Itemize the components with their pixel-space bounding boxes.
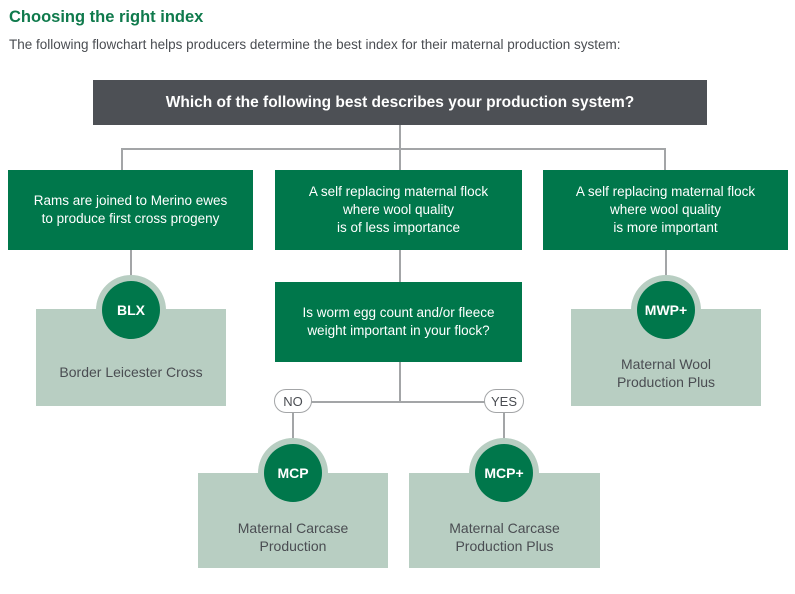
result-code-badge: MCP+	[475, 444, 533, 502]
result-name: Maternal Carcase Production Plus	[449, 520, 560, 554]
page-title: Choosing the right index	[9, 8, 204, 26]
sub-question-box: Is worm egg count and/or fleece weight i…	[275, 282, 522, 362]
connector-middle-question	[399, 250, 401, 282]
connector-yes-no-horizontal	[292, 401, 504, 403]
option-wool-less-important: A self replacing maternal flock where wo…	[275, 170, 522, 250]
connector-right-down	[664, 148, 666, 170]
page-subtitle: The following flowchart helps producers …	[9, 37, 621, 52]
result-name: Maternal Carcase Production	[237, 520, 349, 554]
result-code-badge: BLX	[102, 281, 160, 339]
connector-question-down	[399, 362, 401, 402]
connector-no-down	[292, 412, 294, 444]
result-code-badge: MCP	[264, 444, 322, 502]
option-first-cross: Rams are joined to Merino ewes to produc…	[8, 170, 253, 250]
answer-no-pill: NO	[274, 389, 312, 413]
connector-yes-down	[503, 412, 505, 444]
option-wool-more-important: A self replacing maternal flock where wo…	[543, 170, 788, 250]
result-code-badge: MWP+	[637, 281, 695, 339]
connector-left-down	[121, 148, 123, 170]
connector-top-horizontal	[121, 148, 666, 150]
connector-blx	[130, 250, 132, 280]
connector-header-down	[399, 125, 401, 170]
answer-yes-pill: YES	[484, 389, 524, 413]
result-name: Maternal Wool Production Plus	[616, 356, 716, 390]
result-name: Border Leicester Cross	[59, 364, 203, 380]
main-question-box: Which of the following best describes yo…	[93, 80, 707, 125]
connector-mwp	[665, 250, 667, 280]
